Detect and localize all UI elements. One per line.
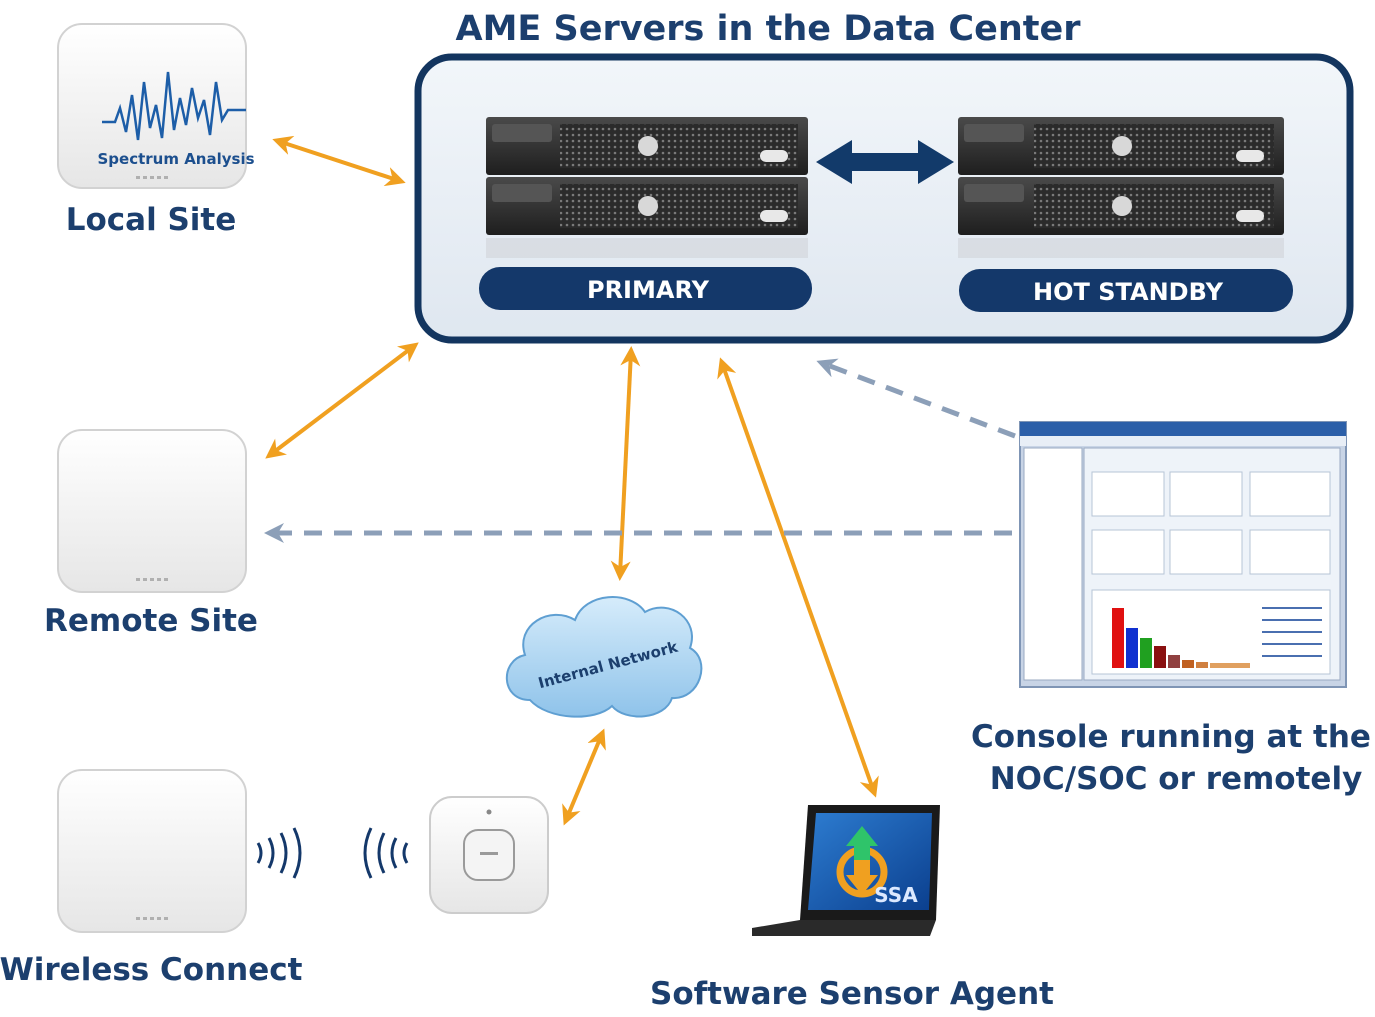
laptop-icon bbox=[752, 805, 940, 936]
remote-site-label: Remote Site bbox=[44, 603, 258, 639]
sync-arrow bbox=[816, 140, 954, 184]
laptop-ssa-text: SSA bbox=[874, 883, 918, 907]
link-arrows bbox=[265, 135, 879, 826]
console-label-line2: NOC/SOC or remotely bbox=[990, 761, 1363, 797]
spectrum-analysis-text: Spectrum Analysis bbox=[97, 150, 254, 168]
local-site-link-arrow bbox=[272, 135, 406, 187]
access-point-icon bbox=[429, 796, 549, 914]
access-point-link-arrow bbox=[562, 728, 606, 826]
spectrum-sensor-icon bbox=[57, 23, 247, 189]
page-title: AME Servers in the Data Center bbox=[456, 9, 1082, 49]
primary-server-icon bbox=[486, 117, 808, 258]
console-to-servers-arrow bbox=[816, 358, 1016, 439]
wireless-connect-label: Wireless Connect bbox=[0, 952, 303, 988]
standby-label-bar bbox=[959, 269, 1293, 312]
standby-label: HOT STANDBY bbox=[1033, 278, 1224, 306]
primary-label-bar bbox=[479, 267, 812, 310]
console-window-icon bbox=[1019, 421, 1347, 688]
remote-site-link-arrow bbox=[265, 342, 419, 459]
software-sensor-agent-label: Software Sensor Agent bbox=[650, 976, 1054, 1012]
console-label-line1: Console running at the bbox=[971, 719, 1371, 755]
internal-network-link-arrow bbox=[610, 346, 641, 581]
standby-server-icon bbox=[958, 117, 1284, 258]
agent-link-arrow bbox=[717, 357, 879, 798]
primary-label: PRIMARY bbox=[587, 276, 710, 304]
console-dashed-arrows bbox=[264, 358, 1016, 543]
local-site-label: Local Site bbox=[66, 202, 237, 238]
cloud-icon bbox=[505, 596, 703, 718]
remote-sensor-icon bbox=[57, 429, 247, 593]
wireless-sensor-icon bbox=[57, 769, 247, 933]
radio-waves-icon bbox=[256, 827, 409, 879]
